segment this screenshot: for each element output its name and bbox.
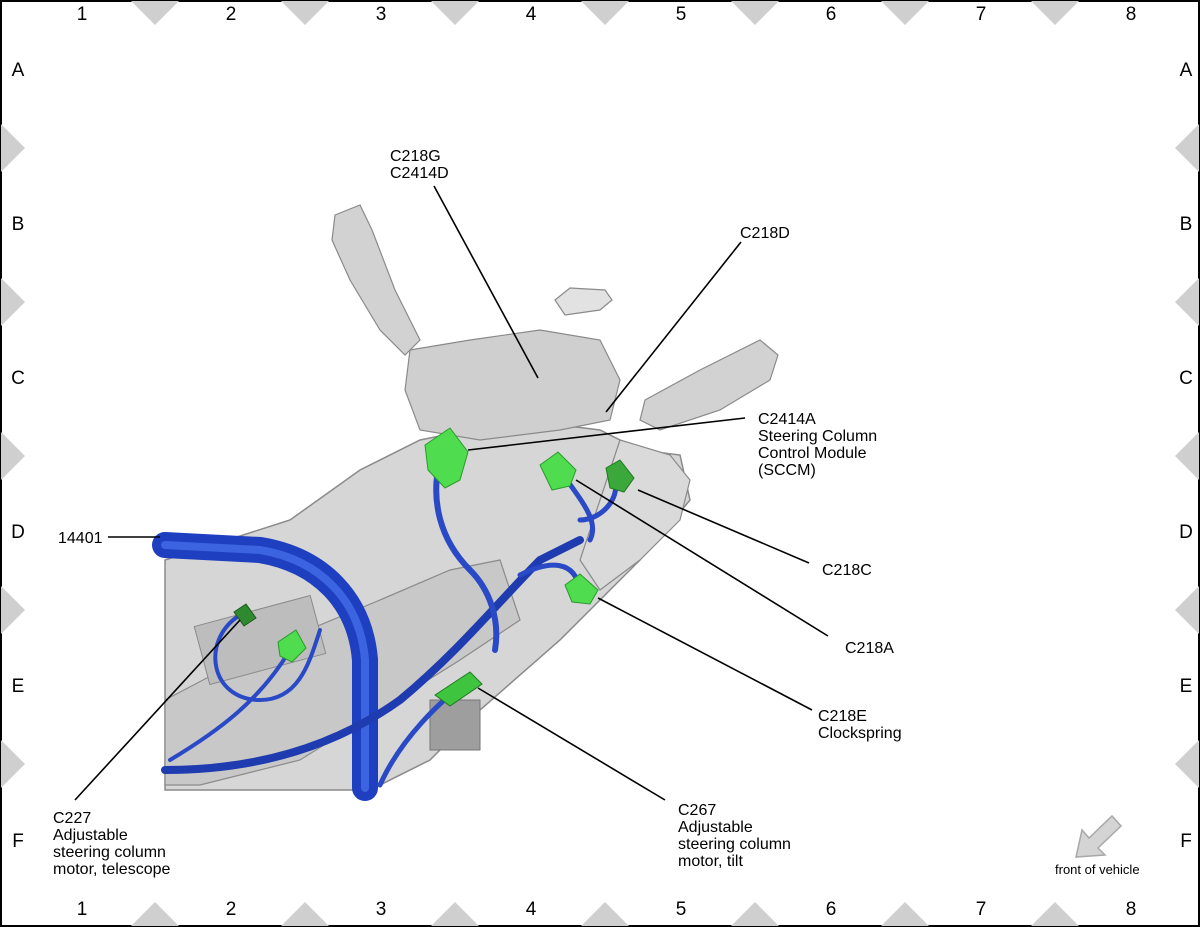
connectors: [233, 427, 635, 707]
callout-c218c: C218C: [822, 562, 872, 579]
grid-row-right-A: A: [1180, 60, 1193, 81]
callout-14401-line1: 14401: [58, 530, 103, 547]
grid-col-top-7: 7: [976, 4, 987, 25]
connector-c2414a[interactable]: [424, 427, 469, 489]
callout-c218d-line1: C218D: [740, 225, 790, 242]
grid-col-bottom-8: 8: [1126, 899, 1137, 920]
grid-row-left-F: F: [12, 831, 24, 852]
grid-col-bottom-4: 4: [526, 899, 537, 920]
leader-lines: [74, 185, 829, 801]
grid-marker-top-4: [581, 1, 629, 25]
callout-14401: 14401: [58, 530, 103, 547]
callout-c2414a: C2414A Steering Column Control Module (S…: [758, 411, 882, 479]
callout-c227-line2: Adjustable: [53, 827, 128, 844]
front-of-vehicle-label: front of vehicle: [1055, 862, 1140, 877]
grid-col-top-5: 5: [676, 4, 687, 25]
front-of-vehicle-indicator: front of vehicle: [1055, 814, 1140, 877]
grid-col-top-3: 3: [376, 4, 387, 25]
grid-marker-right-5: [1175, 740, 1199, 788]
grid-col-bottom-3: 3: [376, 899, 387, 920]
grid-marker-left-5: [1, 740, 25, 788]
connector-c218e[interactable]: [564, 573, 599, 605]
grid-marker-bottom-2: [281, 902, 329, 926]
callout-c267-line4: motor, tilt: [678, 853, 743, 870]
callout-c2414a-line4: (SCCM): [758, 462, 816, 479]
grid-marker-left-1: [1, 124, 25, 172]
grid-marker-bottom-4: [581, 902, 629, 926]
callout-c218a: C218A: [845, 640, 894, 657]
grid-marker-top-3: [431, 1, 479, 25]
grid-row-left-D: D: [11, 522, 25, 543]
callout-c227-line3: steering column: [53, 844, 166, 861]
grid-marker-left-2: [1, 278, 25, 326]
grid-row-left-B: B: [12, 214, 25, 235]
grid-row-right-E: E: [1180, 676, 1193, 697]
callout-c218a-line1: C218A: [845, 640, 894, 657]
callout-c267: C267 Adjustable steering column motor, t…: [678, 802, 795, 870]
grid-marker-bottom-3: [431, 902, 479, 926]
grid-col-top-2: 2: [226, 4, 237, 25]
grid-marker-right-4: [1175, 586, 1199, 634]
grid-row-right-B: B: [1180, 214, 1193, 235]
callout-c218c-line1: C218C: [822, 562, 872, 579]
grid-col-top-8: 8: [1126, 4, 1137, 25]
callout-c2414a-line2: Steering Column: [758, 428, 877, 445]
callout-c218e: C218E Clockspring: [818, 708, 902, 742]
grid-marker-left-4: [1, 586, 25, 634]
grid-marker-right-1: [1175, 124, 1199, 172]
connector-c218c[interactable]: [605, 459, 635, 493]
callout-c227: C227 Adjustable steering column motor, t…: [53, 810, 171, 878]
callout-c267-line1: C267: [678, 802, 716, 819]
arrow-icon: [1075, 814, 1123, 858]
grid-marker-right-2: [1175, 278, 1199, 326]
grid-marker-top-6: [881, 1, 929, 25]
callout-c218e-line1: C218E: [818, 708, 867, 725]
callout-c2414a-line1: C2414A: [758, 411, 816, 428]
callout-c227-line4: motor, telescope: [53, 861, 171, 878]
callout-c227-line1: C227: [53, 810, 91, 827]
callout-labels: C218G C2414D C218D C2414A Steering Colum…: [53, 148, 902, 878]
grid-col-bottom-2: 2: [226, 899, 237, 920]
grid-row-right-C: C: [1179, 368, 1193, 389]
connector-c218a[interactable]: [539, 451, 577, 491]
grid-col-bottom-5: 5: [676, 899, 687, 920]
connector-near-c227[interactable]: [277, 629, 307, 663]
grid-marker-top-5: [731, 1, 779, 25]
callout-c2414a-line3: Control Module: [758, 445, 867, 462]
grid-row-left-C: C: [11, 368, 25, 389]
callout-c218g-line1: C218G: [390, 148, 441, 165]
grid-col-top-6: 6: [826, 4, 837, 25]
grid-marker-top-2: [281, 1, 329, 25]
connector-c267[interactable]: [434, 671, 483, 707]
grid-row-left-E: E: [12, 676, 25, 697]
callout-c267-line2: Adjustable: [678, 819, 753, 836]
grid-marker-left-3: [1, 432, 25, 480]
grid-col-bottom-7: 7: [976, 899, 987, 920]
grid-marker-bottom-5: [731, 902, 779, 926]
callout-c218d: C218D: [740, 225, 790, 242]
callout-c218e-line2: Clockspring: [818, 725, 902, 742]
callout-c218g: C218G C2414D: [390, 148, 449, 182]
grid-marker-bottom-7: [1031, 902, 1079, 926]
grid-marker-bottom-6: [881, 902, 929, 926]
grid-col-bottom-1: 1: [77, 899, 88, 920]
grid-marker-top-1: [131, 1, 179, 25]
grid-col-top-4: 4: [526, 4, 537, 25]
grid-col-bottom-6: 6: [826, 899, 837, 920]
grid-col-top-1: 1: [77, 4, 88, 25]
callout-c267-line3: steering column: [678, 836, 791, 853]
connector-c227[interactable]: [233, 603, 257, 627]
callout-c218g-line2: C2414D: [390, 165, 449, 182]
grid-marker-top-7: [1031, 1, 1079, 25]
grid-row-left-A: A: [12, 60, 25, 81]
grid-row-right-F: F: [1180, 831, 1192, 852]
grid-marker-bottom-1: [131, 902, 179, 926]
grid-marker-right-3: [1175, 432, 1199, 480]
grid-row-right-D: D: [1179, 522, 1193, 543]
